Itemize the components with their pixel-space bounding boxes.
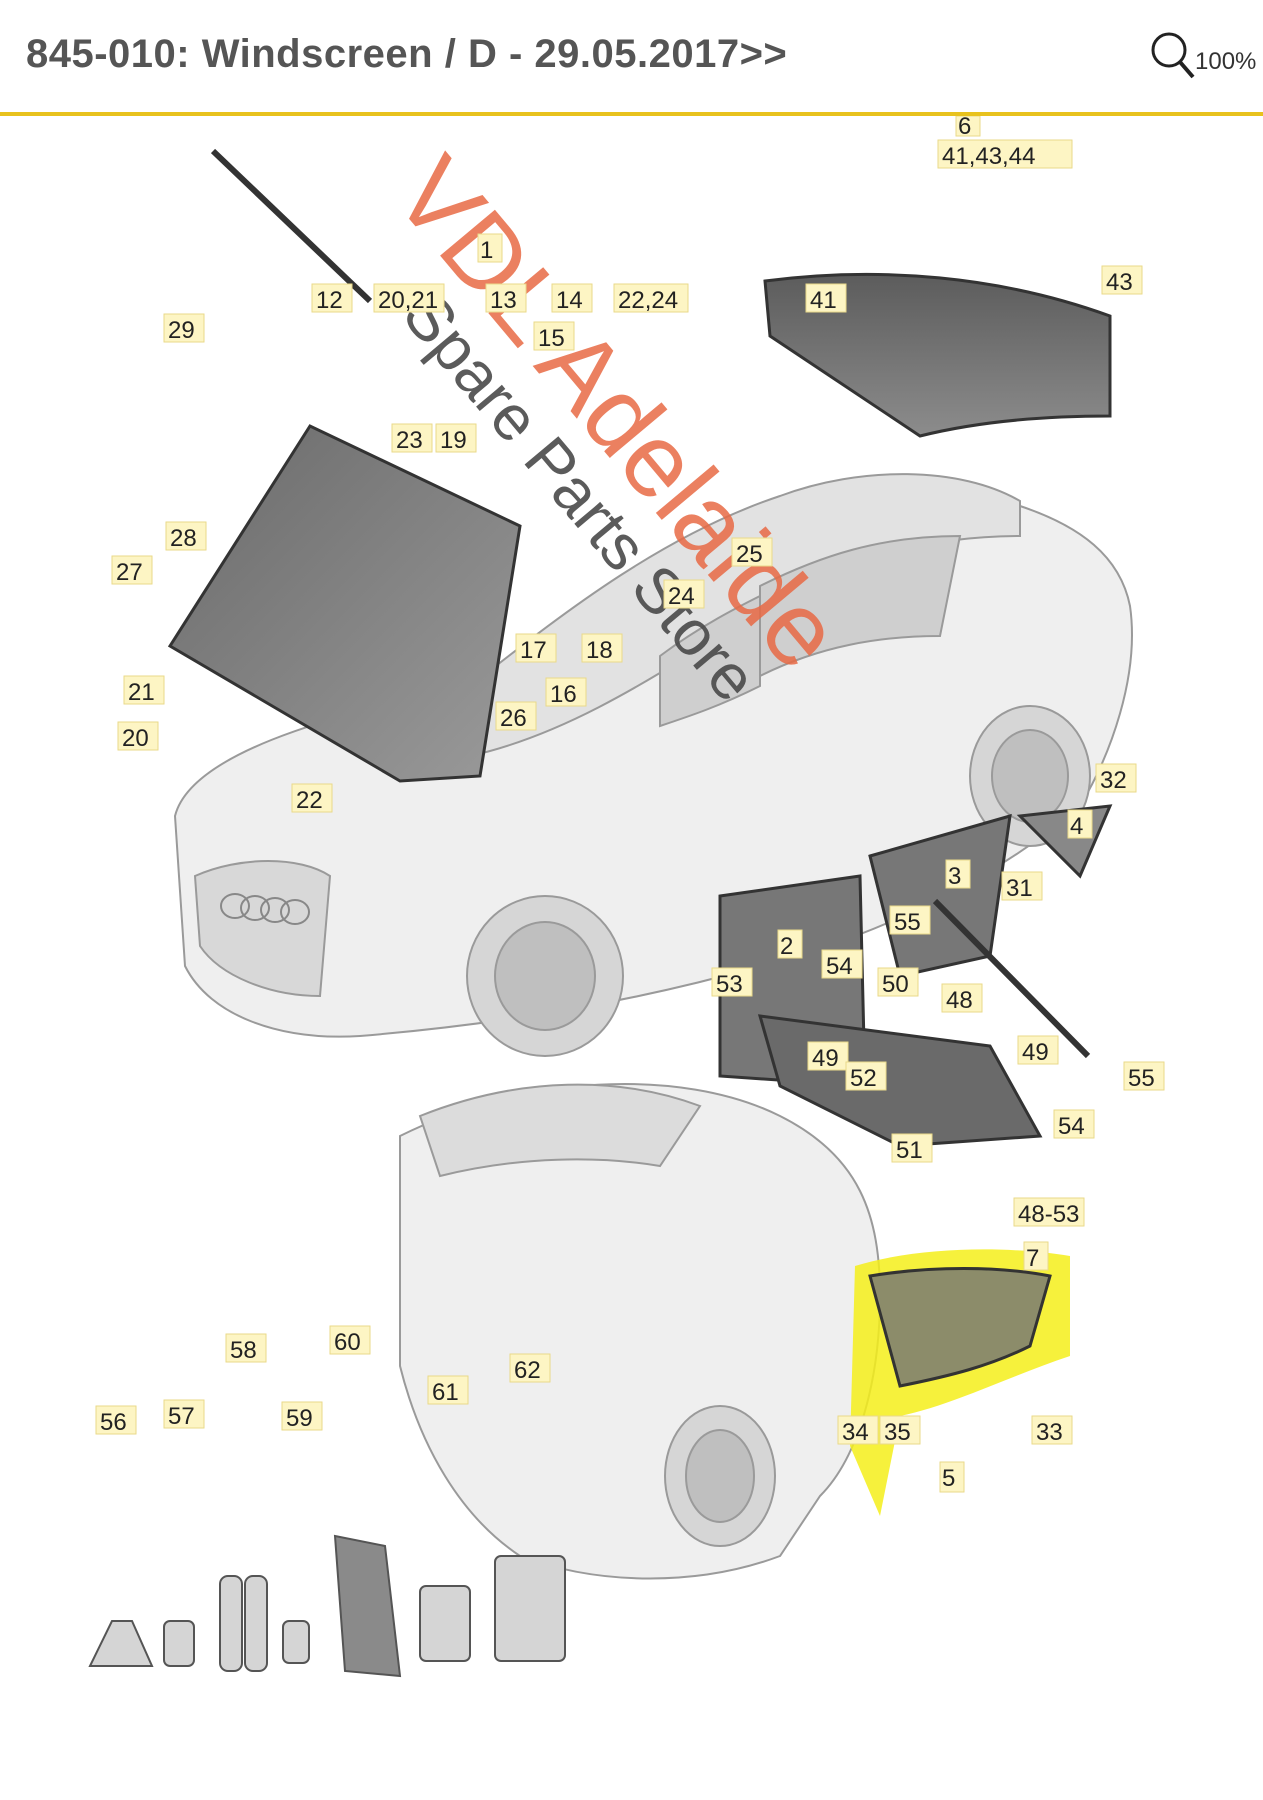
page-title: 845-010: Windscreen / D - 29.05.2017>> (26, 32, 788, 76)
callout-22: 22 (296, 787, 323, 814)
callout-43: 43 (1106, 269, 1133, 296)
callout-24: 24 (668, 583, 695, 610)
callout-13: 13 (490, 287, 517, 314)
callout-25: 25 (736, 541, 763, 568)
callout-55a: 55 (894, 909, 921, 936)
callout-29: 29 (168, 317, 195, 344)
callout-59: 59 (286, 1405, 313, 1432)
callout-55b: 55 (1128, 1065, 1155, 1092)
callout-20: 20 (122, 725, 149, 752)
callout-35: 35 (884, 1419, 911, 1446)
zoom-button[interactable]: 100% (1143, 26, 1263, 86)
callout-53: 53 (716, 971, 743, 998)
callout-57: 57 (168, 1403, 195, 1430)
callout-56: 56 (100, 1409, 127, 1436)
callout-15: 15 (538, 325, 565, 352)
callout-2: 2 (780, 933, 793, 960)
callout-12: 12 (316, 287, 343, 314)
magnifier-icon (1151, 32, 1195, 79)
callout-1: 1 (480, 237, 493, 264)
callout-31: 31 (1006, 875, 1033, 902)
page-header: 845-010: Windscreen / D - 29.05.2017>> 1… (0, 0, 1263, 116)
callout-23: 23 (396, 427, 423, 454)
callout-34: 34 (842, 1419, 869, 1446)
callout-32: 32 (1100, 767, 1127, 794)
exploded-parts-diagram: VDL Adelaide Spare Parts Store 1 12 20,2… (88, 116, 1165, 1678)
callout-49a: 49 (812, 1045, 839, 1072)
callout-33: 33 (1036, 1419, 1063, 1446)
callout-41-43-44: 41,43,44 (942, 143, 1035, 170)
windscreen-glass (167, 424, 522, 783)
callout-16: 16 (550, 681, 577, 708)
callout-4: 4 (1070, 813, 1083, 840)
callout-27: 27 (116, 559, 143, 586)
callout-28: 28 (170, 525, 197, 552)
callout-labels: 1 12 20,21 13 14 22,24 15 29 23 19 28 27… (95, 116, 1165, 1493)
callout-58: 58 (230, 1337, 257, 1364)
callout-17: 17 (520, 637, 547, 664)
callout-20-21: 20,21 (378, 287, 438, 314)
callout-49b: 49 (1022, 1039, 1049, 1066)
rear-car-illustration (399, 1082, 882, 1580)
callout-48-53: 48-53 (1018, 1201, 1079, 1228)
rear-window-glass (757, 1014, 1043, 1148)
callout-21: 21 (128, 679, 155, 706)
callout-52: 52 (850, 1065, 877, 1092)
callout-60: 60 (334, 1329, 361, 1356)
callout-19: 19 (440, 427, 467, 454)
callout-61: 61 (432, 1379, 459, 1406)
callout-5: 5 (942, 1465, 955, 1492)
zoom-level: 100% (1195, 48, 1257, 75)
callout-50: 50 (882, 971, 909, 998)
callout-48: 48 (946, 987, 973, 1014)
callout-54a: 54 (826, 953, 853, 980)
rear-quarter-glass (868, 1267, 1052, 1388)
callout-51: 51 (896, 1137, 923, 1164)
callout-62: 62 (514, 1357, 541, 1384)
callout-3: 3 (948, 863, 961, 890)
callout-41: 41 (810, 287, 837, 314)
callout-14: 14 (556, 287, 583, 314)
callout-7: 7 (1026, 1245, 1039, 1272)
callout-18: 18 (586, 637, 613, 664)
callout-22-24: 22,24 (618, 287, 678, 314)
callout-6: 6 (958, 116, 971, 140)
callout-26: 26 (500, 705, 527, 732)
consumables-illustration (88, 1534, 566, 1678)
callout-54b: 54 (1058, 1113, 1085, 1140)
sunroof-glass (763, 272, 1112, 438)
